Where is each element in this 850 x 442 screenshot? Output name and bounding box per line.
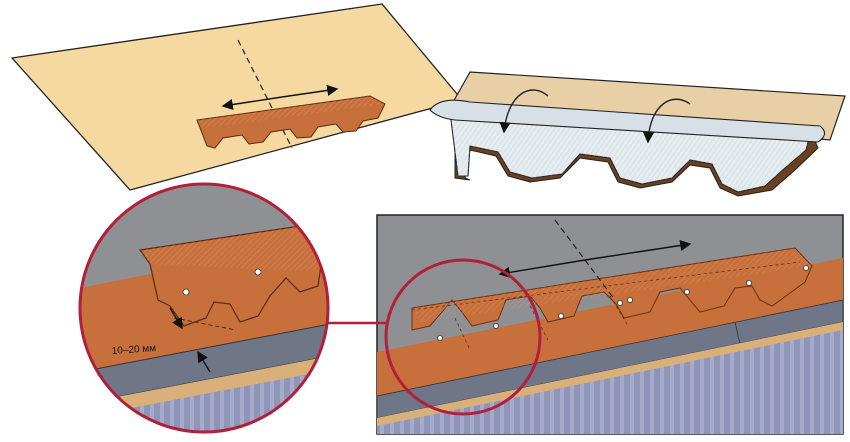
fascia-plank xyxy=(377,322,843,426)
nail-hole-detail-2 xyxy=(182,288,190,296)
overhang-arrow-top xyxy=(169,307,183,330)
direction-arrow-left-installed xyxy=(498,259,586,278)
film-roll-edge xyxy=(429,99,826,143)
callout-ring-large xyxy=(78,182,330,434)
fascia-plank-detail xyxy=(80,356,328,418)
eave-strip xyxy=(377,299,843,419)
direction-arrow-right-installed xyxy=(584,239,692,261)
callout-ring-small xyxy=(384,258,542,416)
peel-arrow-right xyxy=(642,98,691,144)
overhang-dimension-label: 10–20 мм xyxy=(111,343,156,357)
underlay-sheet-view xyxy=(10,3,464,191)
installed-row-view xyxy=(376,214,844,435)
backing-film-removal-view xyxy=(429,71,846,197)
nail-hole-detail-1 xyxy=(254,268,262,276)
direction-arrow-left xyxy=(221,96,283,111)
overhang-arrow-bottom xyxy=(197,350,211,373)
direction-arrow-right xyxy=(281,84,339,98)
nail-holes xyxy=(436,264,810,341)
underlay-sheet xyxy=(10,3,464,191)
detail-magnifier: 10–20 мм xyxy=(78,182,330,434)
peel-arrow-left xyxy=(499,89,549,134)
shingle-strip-small-top xyxy=(197,96,385,128)
